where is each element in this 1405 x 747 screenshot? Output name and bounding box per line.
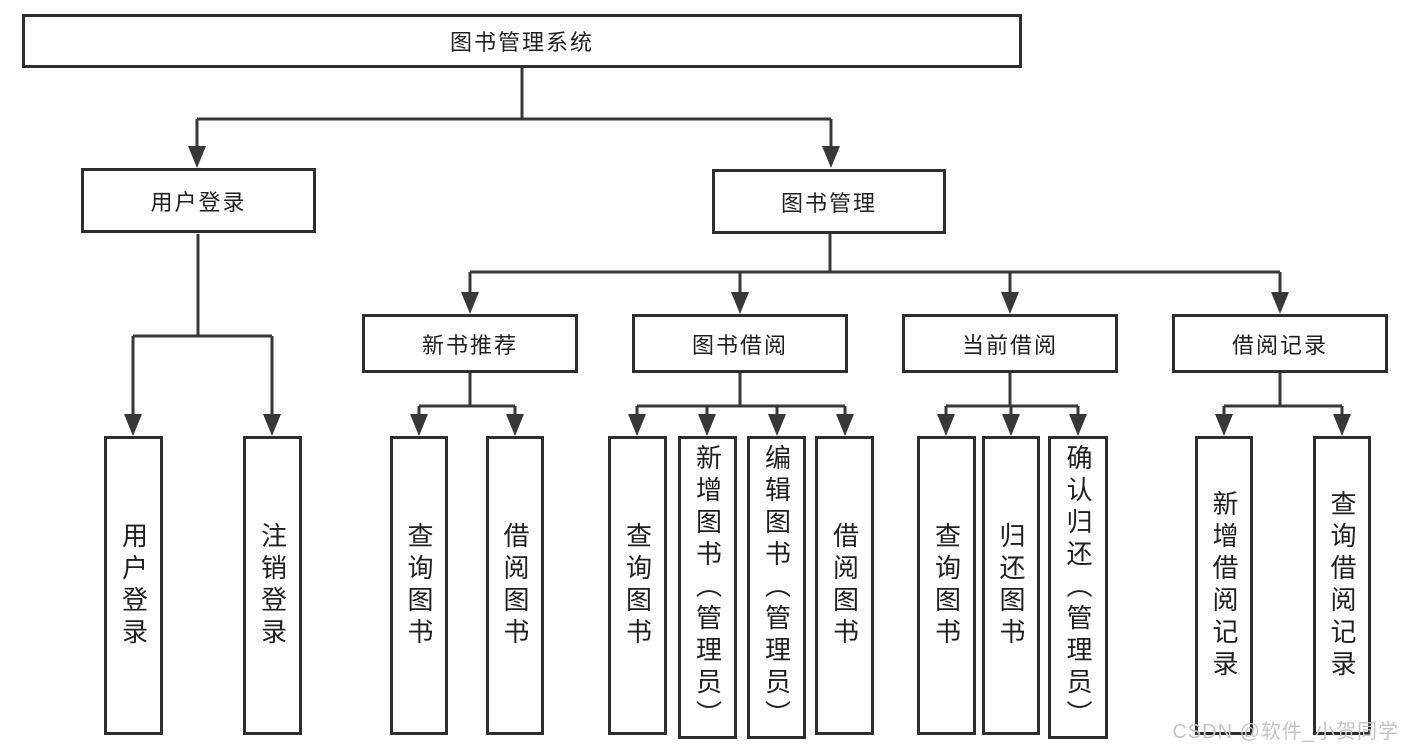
leaf-add-book-admin-label: 新增图书（管理员）	[692, 443, 723, 732]
leaf-borrow-books-recommend-label: 借阅图书	[500, 521, 530, 650]
leaf-query-borrow-record: 查询借阅记录	[1313, 436, 1371, 735]
leaf-query-books-recommend: 查询图书	[390, 436, 448, 735]
csdn-watermark: CSDN @软件_小贺同学	[1172, 721, 1399, 743]
leaf-user-login: 用户登录	[104, 436, 163, 735]
node-user-login: 用户登录	[81, 168, 316, 233]
leaf-borrow-books: 借阅图书	[815, 436, 874, 735]
node-book-management-system-label: 图书管理系统	[449, 30, 594, 55]
leaf-edit-book-admin: 编辑图书（管理员）	[747, 436, 806, 739]
leaf-logout-label: 注销登录	[257, 521, 288, 650]
leaf-query-books-borrow: 查询图书	[608, 436, 667, 735]
leaf-query-borrow-record-label: 查询借阅记录	[1327, 489, 1357, 682]
arrowhead-icons	[124, 146, 1351, 436]
leaf-return-books-label: 归还图书	[996, 521, 1026, 650]
node-current-borrow-label: 当前借阅	[961, 332, 1058, 358]
node-book-borrow: 图书借阅	[632, 314, 848, 373]
node-book-management-system: 图书管理系统	[22, 14, 1022, 68]
node-new-book-recommend-label: 新书推荐	[421, 332, 518, 358]
leaf-edit-book-admin-label: 编辑图书（管理员）	[761, 443, 792, 732]
leaf-query-books-recommend-label: 查询图书	[404, 521, 434, 650]
node-borrow-records-label: 借阅记录	[1231, 332, 1328, 358]
node-book-management-label: 图书管理	[780, 190, 877, 216]
leaf-return-books: 归还图书	[982, 436, 1040, 735]
node-book-borrow-label: 图书借阅	[691, 332, 788, 358]
leaf-confirm-return-admin: 确认归还（管理员）	[1048, 436, 1108, 739]
leaf-add-book-admin: 新增图书（管理员）	[678, 436, 737, 739]
node-user-login-label: 用户登录	[150, 189, 247, 215]
node-new-book-recommend: 新书推荐	[362, 314, 578, 373]
node-book-management: 图书管理	[712, 169, 946, 234]
leaf-add-borrow-record-label: 新增借阅记录	[1209, 489, 1239, 682]
leaf-query-books-current-label: 查询图书	[931, 521, 962, 650]
leaf-user-login-label: 用户登录	[118, 521, 149, 650]
node-current-borrow: 当前借阅	[902, 314, 1118, 373]
leaf-query-books-current: 查询图书	[917, 436, 976, 735]
node-borrow-records: 借阅记录	[1172, 314, 1388, 373]
leaf-query-books-borrow-label: 查询图书	[622, 521, 653, 650]
leaf-borrow-books-recommend: 借阅图书	[486, 436, 544, 735]
leaf-add-borrow-record: 新增借阅记录	[1195, 436, 1253, 735]
leaf-confirm-return-admin-label: 确认归还（管理员）	[1063, 443, 1093, 732]
leaf-logout: 注销登录	[243, 436, 302, 735]
leaf-borrow-books-label: 借阅图书	[829, 521, 860, 650]
